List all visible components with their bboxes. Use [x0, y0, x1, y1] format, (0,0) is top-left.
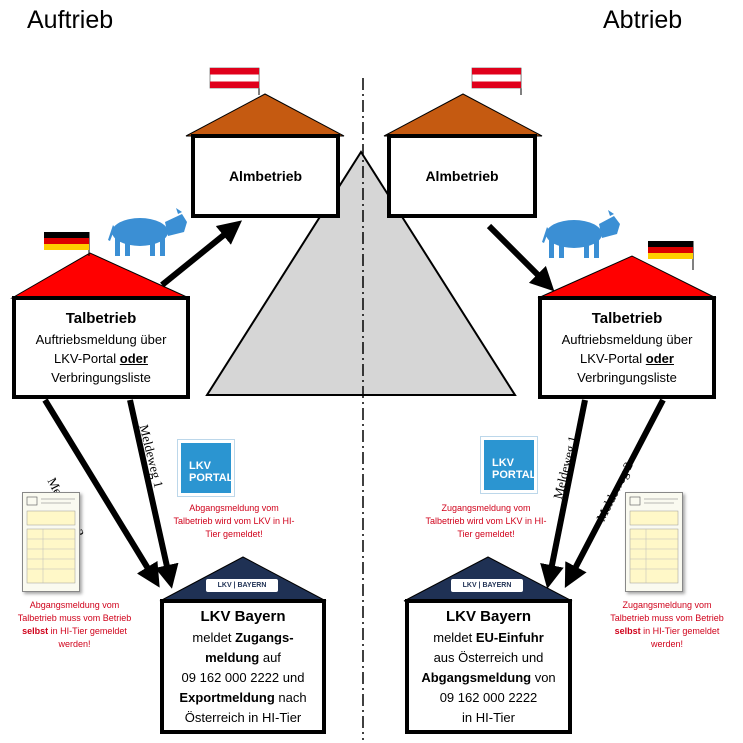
paper-form-right-lines — [629, 496, 679, 584]
lkv-left-l4a: Exportmeldung — [179, 689, 275, 705]
tal-roof-right — [537, 255, 717, 299]
cow-icon-left — [108, 208, 187, 256]
austria-flag-right — [471, 67, 522, 95]
cow-icon-right — [542, 210, 620, 258]
arrow-right-meldeweg-2 — [564, 398, 666, 588]
lkv-left-l2b: auf — [259, 649, 281, 665]
arrow-alm-to-tal — [486, 223, 555, 292]
note-right-form-a: Zugangsmeldung vom Talbetrieb muss vom B… — [610, 600, 724, 623]
mountain — [205, 150, 517, 396]
lkv-portal-logo-right: LKV PORTAL — [480, 436, 538, 494]
note-left-form-a: Abgangsmeldung vom Talbetrieb muss vom B… — [17, 600, 132, 623]
note-left-portal: Abgangsmeldung vom Talbetrieb wird vom L… — [173, 503, 295, 539]
arrow-right-meldeweg-1 — [540, 399, 588, 589]
talbetrieb-left-line2a: LKV-Portal — [54, 351, 120, 366]
title-abtrieb: Abtrieb — [603, 6, 683, 34]
paper-form-left-lines — [26, 496, 76, 584]
note-left-form-b: selbst — [22, 626, 49, 636]
note-right-form-c: in HI-Tier gemeldet werden! — [640, 626, 720, 649]
talbetrieb-right: Talbetrieb Auftriebsmeldung über LKV-Por… — [538, 296, 716, 399]
talbetrieb-left-line1: Auftriebsmeldung über — [35, 332, 167, 347]
note-right-form-b: selbst — [614, 626, 641, 636]
germany-flag-left — [44, 232, 90, 256]
note-left-form-c: in HI-Tier gemeldet werden! — [48, 626, 127, 649]
arrow-left-meldeweg-2 — [42, 398, 160, 588]
almbetrieb-left: Almbetrieb — [191, 134, 340, 218]
lkv-right-l3a: Abgangsmeldung — [421, 669, 532, 685]
lkv-portal-logo-left: LKV PORTAL — [177, 439, 235, 497]
lkv-portal-logo-left-inner: LKV PORTAL — [181, 443, 234, 493]
lkv-left-l1a: meldet — [192, 629, 236, 645]
tal-roof-left — [10, 252, 190, 299]
lkv-portal-logo-left-line1: LKV — [189, 460, 211, 472]
arrow-tal-to-alm — [160, 220, 242, 288]
lkv-right-l1a: meldet — [433, 629, 476, 645]
note-right-portal: Zugangsmeldung vom Talbetrieb wird vom L… — [425, 503, 547, 539]
talbetrieb-right-line1: Auftriebsmeldung über — [561, 332, 693, 347]
austria-flag-left — [209, 67, 260, 95]
almbetrieb-left-label: Almbetrieb — [228, 168, 303, 184]
lkv-bayern-left-title: LKV Bayern — [200, 607, 286, 625]
paper-form-left — [22, 492, 80, 592]
lkv-left-l5: Österreich in HI-Tier — [184, 709, 302, 725]
lkv-portal-logo-right-line1: LKV — [492, 457, 514, 469]
lkv-right-l1b: EU-Einfuhr — [475, 629, 544, 645]
alm-roof-right — [383, 93, 543, 137]
lkv-right-l5: in HI-Tier — [462, 709, 515, 725]
lkv-portal-logo-right-line2: PORTAL — [492, 469, 537, 481]
talbetrieb-left: Talbetrieb Auftriebsmeldung über LKV-Por… — [12, 296, 190, 399]
note-right-form: Zugangsmeldung vom Talbetrieb muss vom B… — [603, 599, 731, 651]
alm-roof-left — [185, 93, 345, 137]
talbetrieb-left-line3: Verbringungsliste — [51, 370, 151, 385]
lkv-bayern-left: LKV Bayern meldet Zugangs- meldung auf 0… — [160, 599, 326, 734]
lkv-bayern-roof-logo-left: LKV | BAYERN — [206, 579, 278, 592]
talbetrieb-right-line2a: LKV-Portal — [580, 351, 646, 366]
almbetrieb-right: Almbetrieb — [387, 134, 537, 218]
note-left-form: Abgangsmeldung vom Talbetrieb muss vom B… — [12, 599, 137, 651]
arrow-left-meldeweg-1 — [127, 399, 179, 589]
lkv-right-l2: aus Österreich und — [433, 649, 544, 665]
talbetrieb-left-title: Talbetrieb — [65, 310, 137, 327]
almbetrieb-right-label: Almbetrieb — [425, 168, 499, 184]
lkv-portal-logo-right-inner: LKV PORTAL — [484, 440, 537, 490]
lkv-left-l2a: meldung — [205, 649, 260, 665]
talbetrieb-right-oder: oder — [645, 351, 674, 366]
lkv-left-l4b: nach — [274, 689, 307, 705]
lkv-left-l1b: Zugangs- — [235, 629, 294, 645]
lkv-bayern-roof-logo-right: LKV | BAYERN — [451, 579, 523, 592]
talbetrieb-left-oder: oder — [119, 351, 148, 366]
talbetrieb-right-line3: Verbringungsliste — [577, 370, 677, 385]
paper-form-right — [625, 492, 683, 592]
germany-flag-right — [648, 241, 694, 270]
lkv-bayern-right: LKV Bayern meldet EU-Einfuhr aus Österre… — [405, 599, 572, 734]
lkv-right-l3b: von — [531, 669, 556, 685]
lkv-left-l3: 09 162 000 2222 und — [181, 669, 305, 685]
title-auftrieb: Auftrieb — [27, 6, 114, 34]
lkv-right-l4: 09 162 000 2222 — [439, 689, 538, 705]
lkv-portal-logo-left-line2: PORTAL — [189, 472, 234, 484]
lkv-bayern-right-title: LKV Bayern — [445, 607, 532, 625]
talbetrieb-right-title: Talbetrieb — [591, 310, 663, 327]
